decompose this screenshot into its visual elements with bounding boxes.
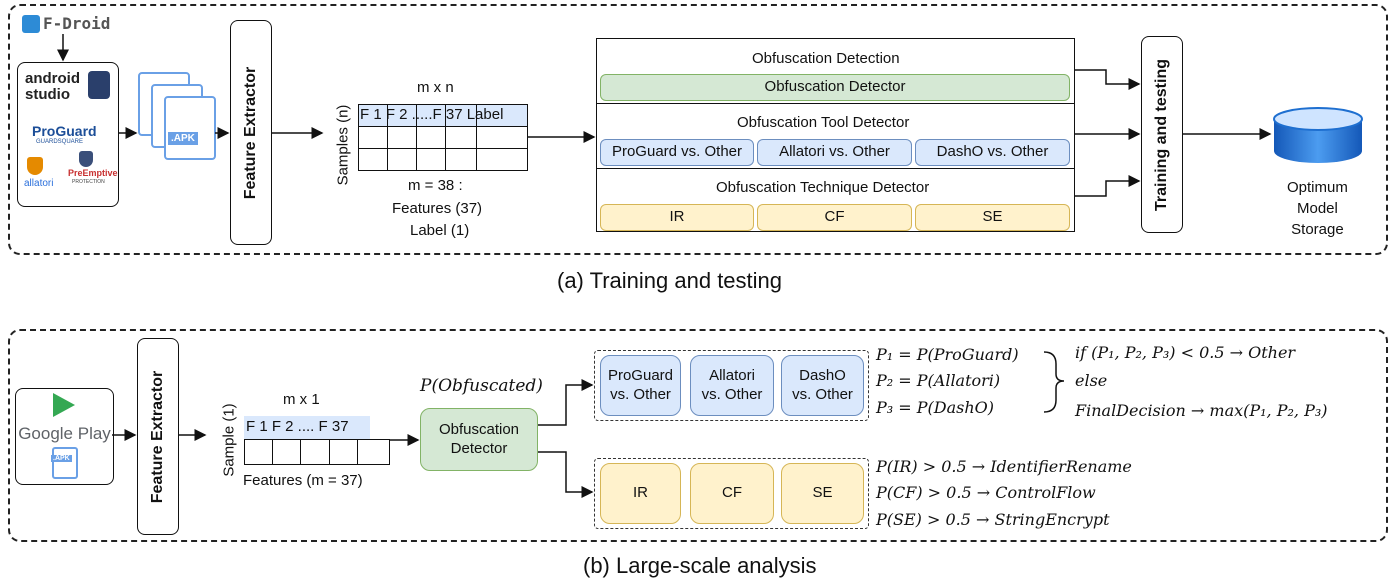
tool-item-allatori: Allatori vs. Other [757,139,912,166]
tech-cf-b: CF [690,463,774,524]
matrix-note-2: Features (37) [392,200,483,217]
technique-item-ir: IR [600,204,754,231]
proguard-sub: GUARDSQUARE [36,139,84,145]
apk-badge: .APK [168,132,198,145]
fdroid-icon [22,15,40,33]
matrix-grid-b [243,439,391,465]
caption-b: (b) Large-scale analysis [583,553,817,578]
apk-files-icon: .APK [138,72,218,182]
feature-extractor-box-b: Feature Extractor [137,338,179,535]
obf-detection-title: Obfuscation Detection [752,50,900,67]
preemptive-shield-icon [79,151,93,167]
decision-else: else [1075,371,1108,390]
matrix-header-b [244,416,370,439]
android-studio-icon [88,71,110,99]
apk-badge-b: .APK [51,455,72,462]
decision-final: FinalDecision → max(P₁, P₂, P₃) [1075,401,1328,420]
tool-dasho-b: DashO vs. Other [781,355,864,416]
tools-card: android studio ProGuard GUARDSQUARE alla… [17,62,119,207]
google-play-label: Google Play [18,424,111,443]
fdroid-label: F-Droid [43,14,111,33]
tool-proguard-b: ProGuard vs. Other [600,355,681,416]
p1-equation: P₁ = P(ProGuard) [876,345,1019,364]
tool-group [594,350,869,421]
tool-item-dasho: DashO vs. Other [915,139,1070,166]
matrix-header-text-b: F 1 F 2 .... F 37 [246,418,349,435]
matrix-title-b: m x 1 [283,391,320,408]
matrix-title: m x n [417,79,454,96]
technique-item-se: SE [915,204,1070,231]
obf-detector-b: Obfuscation Detector [420,408,538,471]
training-panel [8,4,1388,255]
technique-title: Obfuscation Technique Detector [716,179,930,196]
tool-item-proguard: ProGuard vs. Other [600,139,754,166]
matrix-note-1: m = 38 : [408,177,463,194]
proguard-logo: ProGuard [32,123,97,139]
caption-a: (a) Training and testing [557,268,783,293]
rule-cf: P(CF) > 0.5 → ControlFlow [876,483,1096,502]
tool-detector-title: Obfuscation Tool Detector [737,114,910,131]
google-play-card: Google Play .APK [15,388,114,485]
p-obfuscated: P(Obfuscated) [420,376,543,396]
technique-group [594,458,869,529]
tech-ir-b: IR [600,463,681,524]
decision-if: if (P₁, P₂, P₃) < 0.5 → Other [1075,343,1296,362]
p3-equation: P₃ = P(DashO) [876,398,995,417]
obf-detector: Obfuscation Detector [600,74,1070,101]
storage-label: Optimum Model Storage [1287,179,1348,238]
rule-ir: P(IR) > 0.5 → IdentifierRename [876,457,1132,476]
training-testing-box: Training and testing [1141,36,1183,233]
apk-file-icon [52,447,78,479]
matrix-grid [358,104,528,171]
detectors-box [596,38,1075,232]
android-studio-logo: android studio [25,70,80,103]
allatori-logo: allatori [24,178,54,189]
allatori-shield-icon [27,157,43,175]
analysis-panel [8,329,1388,542]
features-label: Features (m = 37) [243,472,363,489]
p2-equation: P₂ = P(Allatori) [876,371,1001,390]
tech-se-b: SE [781,463,864,524]
technique-item-cf: CF [757,204,912,231]
tool-allatori-b: Allatori vs. Other [690,355,774,416]
rule-se: P(SE) > 0.5 → StringEncrypt [876,510,1110,529]
google-play-icon [53,393,75,417]
preemptive-sub: PROTECTION [72,179,105,185]
feature-extractor-box: Feature Extractor [230,20,272,245]
storage-icon [1273,107,1363,163]
preemptive-logo: PreEmptive [68,168,118,178]
matrix-note-3: Label (1) [410,222,470,239]
